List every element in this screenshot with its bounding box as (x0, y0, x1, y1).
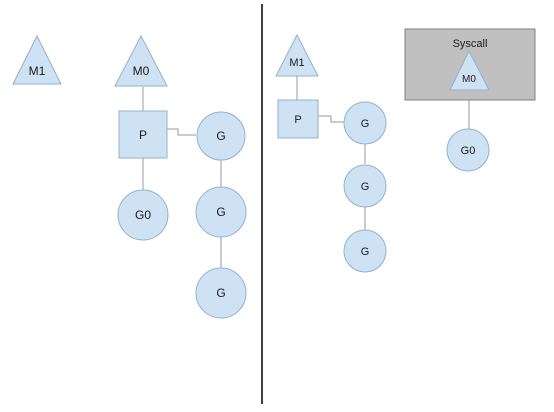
syscall-label: Syscall (453, 38, 488, 50)
p-processor-label: P (139, 128, 147, 142)
g0-goroutine-label: G0 (135, 208, 151, 222)
g-goroutine-label: G (216, 129, 225, 143)
m1-thread-label: M1 (29, 64, 46, 78)
p-processor-label: P (294, 114, 301, 126)
m1-thread-node (275, 33, 319, 77)
m0-thread-node (449, 49, 490, 91)
g-goroutine-node (343, 164, 387, 208)
edge-p-g1 (167, 128, 196, 136)
g-goroutine-label: G (361, 118, 370, 130)
g0-goroutine-node (117, 189, 169, 241)
g-goroutine-node (343, 229, 387, 273)
g-goroutine-label: G (216, 205, 225, 219)
g-goroutine-label: G (216, 286, 225, 300)
edge-p-g1 (318, 115, 344, 123)
m1-thread-node (12, 34, 62, 85)
m0-thread-label: M0 (133, 64, 150, 78)
m0-thread-node (114, 34, 168, 87)
g-goroutine-node (195, 267, 247, 319)
g0-goroutine-label: G0 (461, 145, 476, 157)
g-goroutine-node (195, 186, 247, 238)
g-goroutine-node (343, 101, 387, 145)
g-goroutine-label: G (361, 181, 370, 193)
g-goroutine-label: G (361, 246, 370, 258)
g-goroutine-node (196, 111, 246, 161)
g0-goroutine-node (446, 128, 490, 172)
p-processor-node (277, 99, 319, 139)
p-processor-node (118, 110, 168, 159)
left-scene: M1 M0 P G0 G G G (12, 34, 247, 319)
right-scene: M1 P G G G Syscall M0 G0 (275, 28, 536, 273)
m1-thread-label: M1 (289, 57, 304, 69)
m0-thread-label: M0 (462, 74, 476, 85)
